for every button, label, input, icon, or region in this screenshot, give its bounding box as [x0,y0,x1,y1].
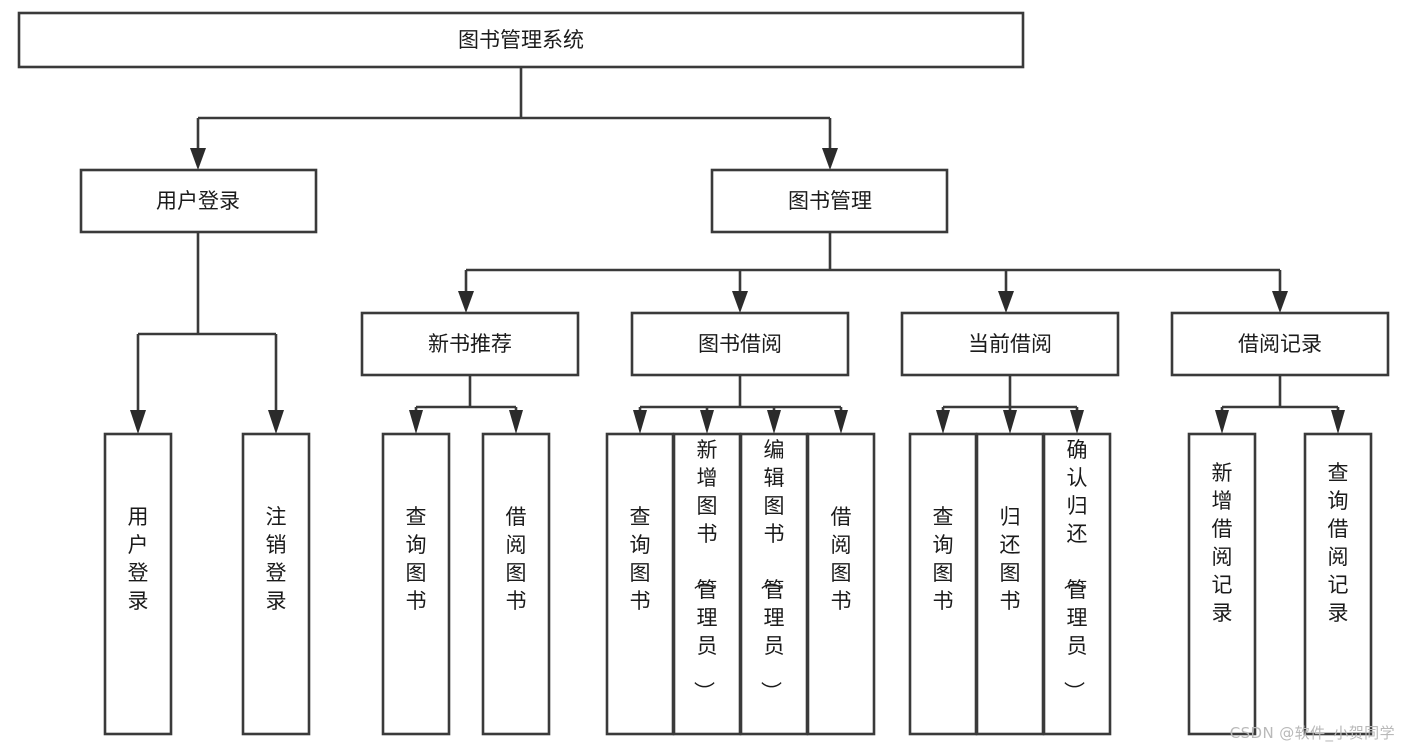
node-current-borrow-label: 当前借阅 [968,332,1052,356]
leaf-user-login-1-box[interactable] [103,432,173,736]
leaf-book-borrow-4-box[interactable] [806,432,876,736]
leaf-current-borrow-2-box[interactable] [975,432,1045,736]
leaf-book-borrow-2[interactable]: 新增图书（管理员） [672,432,742,736]
leaf-borrow-record-1-box[interactable] [1187,432,1257,736]
node-user-login-label: 用户登录 [156,189,240,213]
leaf-current-borrow-1-label: 查询图书 [933,505,954,613]
arrow-to-leaf-borrow-1 [633,410,647,434]
node-root[interactable]: 图书管理系统 [17,11,1025,69]
leaf-new-book-2[interactable]: 借阅图书 [481,432,551,736]
leaf-new-book-1-box[interactable] [381,432,451,736]
arrow-to-leaf-current-1 [936,410,950,434]
csdn-watermark: CSDN @软件_小贺同学 [1229,724,1395,742]
leaf-user-login-2[interactable]: 注销登录 [241,432,311,736]
arrow-to-leaf-current-3 [1070,410,1084,434]
leaf-current-borrow-3-label: 确认归还（管理员） [1062,438,1088,702]
node-current-borrow[interactable]: 当前借阅 [900,311,1120,377]
node-new-book-recommend-label: 新书推荐 [428,332,512,356]
node-book-borrow-box[interactable] [630,311,850,377]
leaf-user-login-1-label: 用户登录 [128,505,149,613]
arrowhead-group [130,148,1345,434]
leaf-borrow-record-1-label: 新增借阅记录 [1212,461,1233,625]
leaf-book-borrow-2-label: 新增图书（管理员） [692,438,718,702]
arrow-to-leaf-record-1 [1215,410,1229,434]
arrow-to-user-login [190,148,206,170]
node-book-borrow[interactable]: 图书借阅 [630,311,850,377]
node-current-borrow-box[interactable] [900,311,1120,377]
leaf-book-borrow-1[interactable]: 查询图书 [605,432,675,736]
leaf-current-borrow-3-box[interactable] [1042,432,1112,736]
node-borrow-record-box[interactable] [1170,311,1390,377]
leaf-book-borrow-4-label: 借阅图书 [831,505,852,613]
leaf-current-borrow-1-box[interactable] [908,432,978,736]
leaf-current-borrow-2[interactable]: 归还图书 [975,432,1045,736]
node-book-manage-label: 图书管理 [788,189,872,213]
arrow-to-leaf-borrow-3 [767,410,781,434]
node-user-login-box[interactable] [79,168,318,234]
leaf-book-borrow-4[interactable]: 借阅图书 [806,432,876,736]
node-book-borrow-label: 图书借阅 [698,332,782,356]
leaf-borrow-record-1[interactable]: 新增借阅记录 [1187,432,1257,736]
leaf-new-book-1-label: 查询图书 [406,505,427,613]
arrow-to-bookborrow [732,291,748,313]
arrow-to-leaf-user-1 [130,410,146,434]
node-root-label: 图书管理系统 [458,28,584,52]
arrow-to-borrowrecord [1272,291,1288,313]
leaf-book-borrow-3[interactable]: 编辑图书（管理员） [739,432,809,736]
node-book-manage[interactable]: 图书管理 [710,168,949,234]
arrow-to-leaf-record-2 [1331,410,1345,434]
arrow-to-currentborrow [998,291,1014,313]
node-borrow-record[interactable]: 借阅记录 [1170,311,1390,377]
leaf-book-borrow-1-box[interactable] [605,432,675,736]
leaf-user-login-2-label: 注销登录 [266,505,287,613]
arrow-to-leaf-borrow-4 [834,410,848,434]
leaf-user-login-2-box[interactable] [241,432,311,736]
arrow-to-leaf-current-2 [1003,410,1017,434]
node-book-manage-box[interactable] [710,168,949,234]
leaf-book-borrow-3-box[interactable] [739,432,809,736]
leaf-current-borrow-2-label: 归还图书 [1000,505,1021,613]
leaf-current-borrow-3[interactable]: 确认归还（管理员） [1042,432,1112,736]
node-borrow-record-label: 借阅记录 [1238,332,1322,356]
node-user-login[interactable]: 用户登录 [79,168,318,234]
leaf-new-book-2-box[interactable] [481,432,551,736]
arrow-to-leaf-newbook-1 [409,410,423,434]
leaf-book-borrow-1-label: 查询图书 [630,505,651,613]
node-new-book-recommend[interactable]: 新书推荐 [360,311,580,377]
arrow-to-leaf-newbook-2 [509,410,523,434]
node-new-book-recommend-box[interactable] [360,311,580,377]
leaf-borrow-record-2-label: 查询借阅记录 [1328,461,1349,625]
leaf-borrow-record-2[interactable]: 查询借阅记录 [1303,432,1373,736]
leaf-current-borrow-1[interactable]: 查询图书 [908,432,978,736]
arrow-to-newbook [458,291,474,313]
leaf-borrow-record-2-box[interactable] [1303,432,1373,736]
leaf-new-book-2-label: 借阅图书 [506,505,527,613]
arrow-to-leaf-user-2 [268,410,284,434]
arrow-to-book-manage [822,148,838,170]
arrow-to-leaf-borrow-2 [700,410,714,434]
leaf-user-login-1[interactable]: 用户登录 [103,432,173,736]
leaf-book-borrow-3-label: 编辑图书（管理员） [759,438,785,702]
leaf-new-book-1[interactable]: 查询图书 [381,432,451,736]
node-root-box[interactable] [17,11,1025,69]
